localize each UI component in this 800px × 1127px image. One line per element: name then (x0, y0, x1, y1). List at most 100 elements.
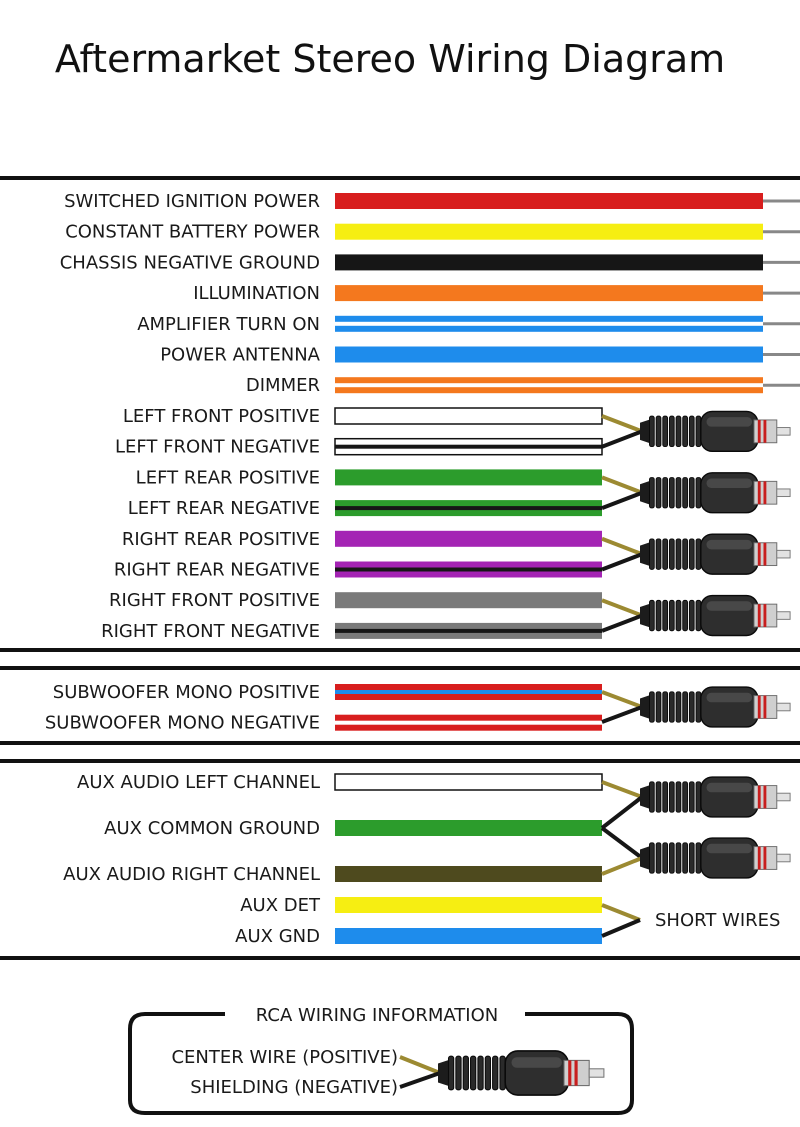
wire (335, 897, 602, 913)
wire-row: ILLUMINATION (193, 283, 800, 304)
wire-row: AUX COMMON GROUND (104, 818, 602, 839)
wire-stripe (335, 628, 602, 633)
wire-label: CONSTANT BATTERY POWER (65, 222, 320, 243)
connector-lead (601, 414, 643, 434)
connector-lead (601, 856, 643, 876)
wire-label: AMPLIFIER TURN ON (137, 314, 320, 335)
wire-row: LEFT FRONT POSITIVE (123, 406, 603, 427)
wire-row: LEFT REAR NEGATIVE (128, 498, 602, 519)
wire-label: AUX COMMON GROUND (104, 818, 320, 839)
wire (335, 469, 602, 486)
wire (335, 592, 602, 609)
wire-label: RIGHT FRONT POSITIVE (109, 590, 320, 611)
wire-label: RIGHT FRONT NEGATIVE (101, 621, 320, 642)
wire-label: CHASSIS NEGATIVE GROUND (60, 252, 320, 273)
wire (334, 407, 603, 425)
wire-label: SUBWOOFER MONO NEGATIVE (45, 713, 320, 734)
wire-label: LEFT REAR POSITIVE (136, 467, 320, 488)
connector-lead (601, 705, 643, 724)
connector-lead (601, 490, 643, 510)
connector-lead (601, 536, 643, 557)
rca-connectors (600, 410, 791, 938)
rca-shield-label: SHIELDING (NEGATIVE) (190, 1077, 398, 1098)
connector-lead (601, 429, 643, 449)
wire (335, 820, 602, 836)
rca-plug (438, 1050, 605, 1096)
wire-row: AMPLIFIER TURN ON (137, 314, 800, 335)
wire-rows: SWITCHED IGNITION POWER CONSTANT BATTERY … (45, 191, 800, 947)
rca-info-connector (399, 1050, 605, 1096)
wire-stripe (335, 690, 602, 694)
wire-row: AUX GND (235, 926, 602, 947)
rca-center-label: CENTER WIRE (POSITIVE) (171, 1047, 398, 1068)
wire (335, 285, 763, 302)
wire-row: CHASSIS NEGATIVE GROUND (60, 252, 800, 273)
wire (335, 866, 602, 882)
wire-row: DIMMER (246, 375, 800, 396)
wire-label: DIMMER (246, 375, 320, 396)
connector-lead (601, 903, 641, 922)
rca-plug (640, 472, 791, 514)
wire-label: SWITCHED IGNITION POWER (64, 191, 320, 212)
wire-label: AUX AUDIO LEFT CHANNEL (77, 772, 320, 793)
wire-row: POWER ANTENNA (160, 345, 800, 366)
wire-row: RIGHT REAR NEGATIVE (114, 560, 602, 581)
wire-stripe (335, 720, 602, 725)
connector-lead (399, 1055, 441, 1075)
short-wires-label: SHORT WIRES (655, 910, 780, 931)
wire (335, 254, 763, 271)
connector-lead (600, 795, 644, 830)
wire-row: CONSTANT BATTERY POWER (65, 222, 800, 243)
rca-plug (640, 410, 791, 453)
wire-row: AUX DET (240, 895, 602, 916)
wire-stripe (335, 506, 602, 511)
diagram-title: Aftermarket Stereo Wiring Diagram (55, 37, 725, 81)
wire (335, 223, 763, 240)
wire-label: POWER ANTENNA (160, 345, 320, 366)
rca-info-frame (128, 1012, 634, 1115)
wire-label: LEFT REAR NEGATIVE (128, 498, 320, 519)
wire-row: SWITCHED IGNITION POWER (64, 191, 800, 212)
wire-row: RIGHT FRONT POSITIVE (109, 590, 602, 611)
wire-label: LEFT FRONT POSITIVE (123, 406, 320, 427)
rca-plug (640, 837, 791, 879)
wire (335, 530, 602, 547)
rca-info-title: RCA WIRING INFORMATION (256, 1005, 498, 1026)
wire-label: RIGHT REAR NEGATIVE (114, 560, 320, 581)
wire-row: SUBWOOFER MONO POSITIVE (53, 682, 602, 703)
wire-row: RIGHT FRONT NEGATIVE (101, 621, 602, 642)
wire-stripe (335, 444, 602, 449)
connector-lead (601, 613, 643, 633)
connector-lead (601, 475, 643, 495)
connector-lead (601, 918, 641, 938)
wire-label: RIGHT REAR POSITIVE (122, 529, 320, 550)
wire-row: RIGHT REAR POSITIVE (122, 529, 602, 550)
connector-lead (399, 1071, 441, 1089)
wire-label: ILLUMINATION (193, 283, 320, 304)
wire (335, 346, 763, 363)
wire-row: AUX AUDIO LEFT CHANNEL (77, 772, 603, 793)
rca-plug (640, 594, 791, 637)
rca-plug (640, 533, 791, 575)
wire-label: AUX GND (235, 926, 320, 947)
wire-label: LEFT FRONT NEGATIVE (115, 437, 320, 458)
connector-lead (601, 552, 643, 572)
rca-plug (640, 686, 791, 728)
wire-stripe (335, 383, 763, 388)
wire-row: LEFT FRONT NEGATIVE (115, 437, 603, 458)
wire-stripe (335, 567, 602, 572)
connector-lead (600, 826, 644, 860)
rca-plug (640, 776, 791, 818)
wire-row: AUX AUDIO RIGHT CHANNEL (63, 864, 602, 885)
wire-label: SUBWOOFER MONO POSITIVE (53, 682, 320, 703)
wire-stripe (335, 321, 763, 326)
connector-lead (601, 598, 643, 618)
wire-row: SUBWOOFER MONO NEGATIVE (45, 713, 602, 734)
wire (335, 928, 602, 944)
wire-label: AUX DET (240, 895, 321, 916)
connector-lead (601, 780, 643, 799)
wire (334, 773, 603, 791)
wire (335, 193, 763, 209)
wire-row: LEFT REAR POSITIVE (136, 467, 602, 488)
